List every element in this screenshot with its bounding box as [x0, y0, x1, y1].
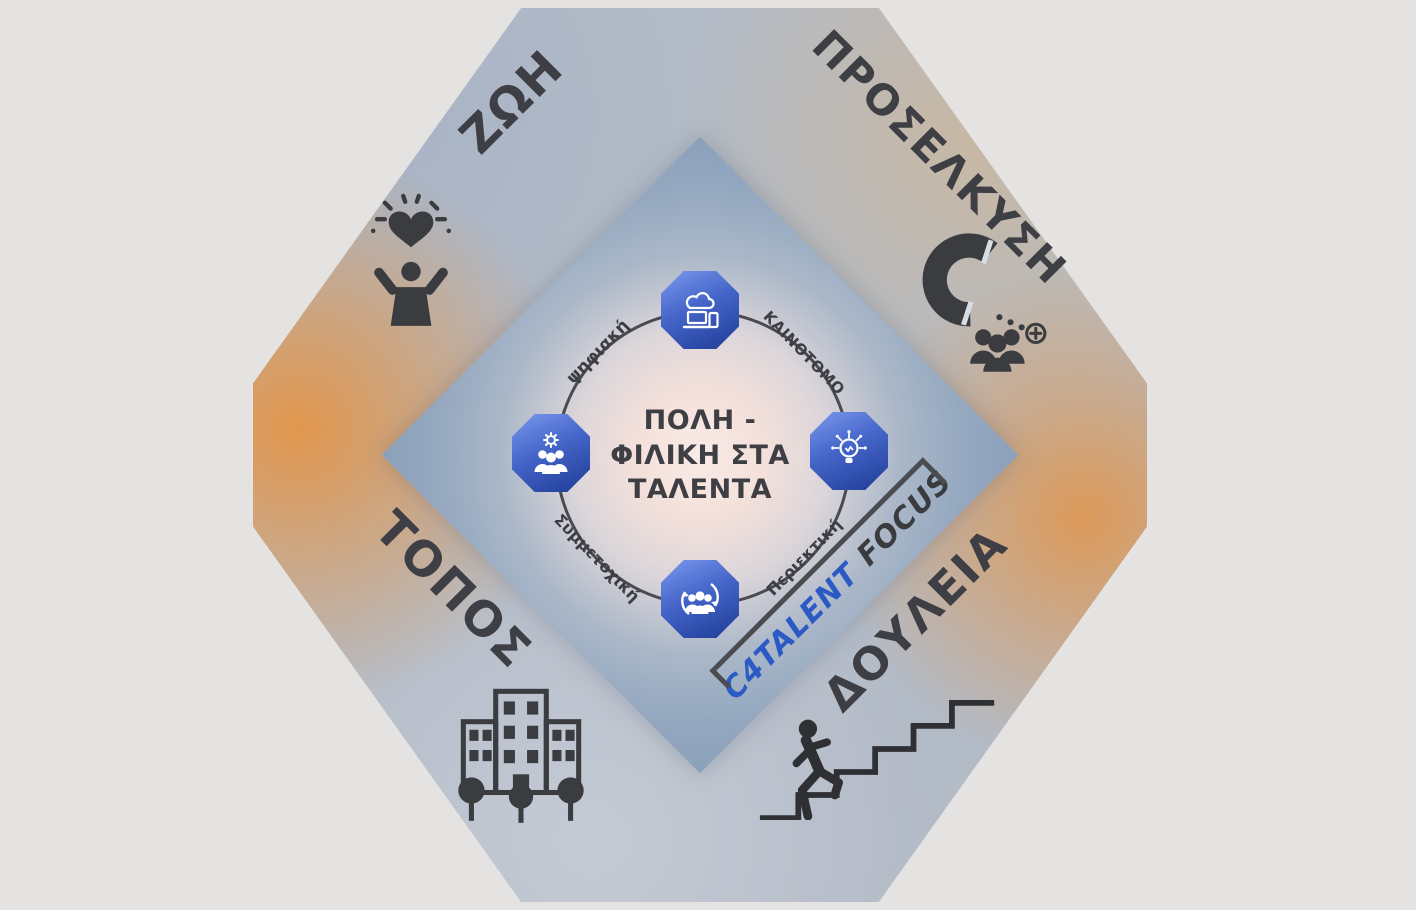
- badge-community-cycle: [661, 560, 739, 638]
- lightbulb-network-icon: [831, 430, 867, 463]
- center-title-line3: ΤΑΛΕΝΤΑ: [627, 474, 773, 506]
- person-climbing-stairs-icon: [757, 700, 999, 821]
- badge-innovation: [810, 412, 888, 490]
- cloud-laptop-devices-icon: [682, 292, 719, 329]
- gear-people-icon: [534, 432, 568, 474]
- center-title: ΠΟΛΗ - ΦΙΛΙΚΗ ΣΤΑ ΤΑΛΕΝΤΑ: [588, 404, 812, 508]
- magnet-attract-people-icon: [872, 220, 1054, 382]
- center-title-line1: ΠΟΛΗ -: [643, 405, 757, 436]
- heart-person-icon: [348, 190, 474, 326]
- badge-participation: [512, 414, 590, 492]
- badge-digital-devices: [661, 271, 739, 349]
- city-buildings-trees-icon: [435, 673, 607, 825]
- center-title-line2: ΦΙΛΙΚΗ ΣΤΑ: [610, 439, 790, 471]
- people-cycle-arrows-icon: [681, 583, 719, 615]
